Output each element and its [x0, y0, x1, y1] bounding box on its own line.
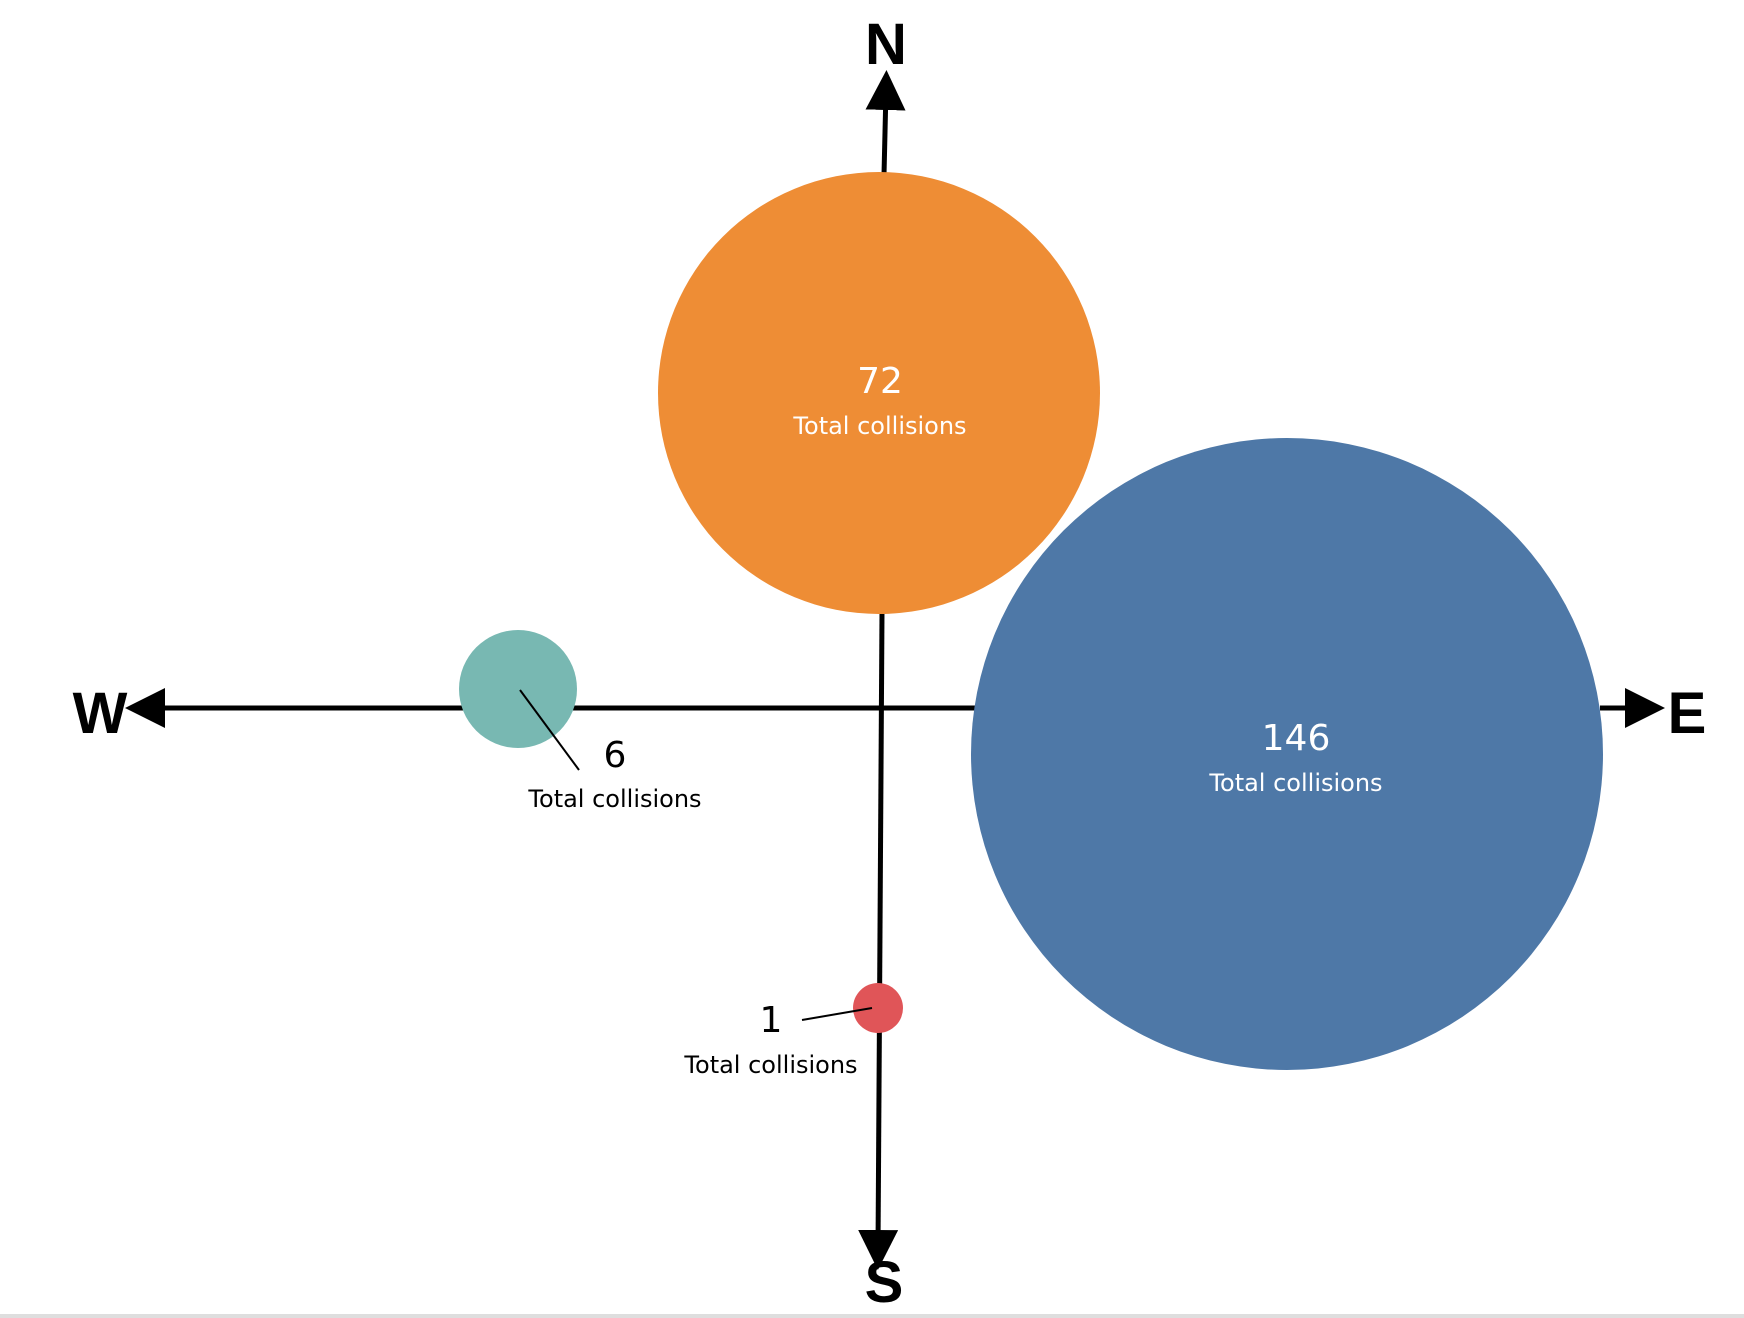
west-collision-label: Total collisions: [527, 785, 701, 813]
vertical-axis: [858, 611, 899, 1270]
south-collision-count: 1: [760, 1000, 783, 1041]
north-arrow: [865, 70, 906, 176]
south-leader-line: [801, 1007, 873, 1021]
north-collision-count: 72: [857, 361, 903, 402]
south-collision-label: Total collisions: [683, 1051, 857, 1079]
west-leader-line: [519, 689, 580, 771]
west-collision-bubble: [459, 630, 577, 748]
west-collision-count: 6: [604, 735, 627, 776]
south-label: S: [865, 1250, 904, 1315]
east-collision-count: 146: [1262, 718, 1331, 759]
north-collision-label: Total collisions: [792, 412, 966, 440]
south-collision-bubble: [853, 983, 903, 1033]
bottom-divider: [0, 1314, 1744, 1318]
east-collision-bubble: [971, 438, 1603, 1070]
north-label: N: [865, 12, 907, 77]
east-label: E: [1668, 681, 1707, 746]
west-label: W: [73, 681, 128, 746]
north-collision-bubble: [658, 172, 1100, 614]
east-collision-label: Total collisions: [1208, 769, 1382, 797]
